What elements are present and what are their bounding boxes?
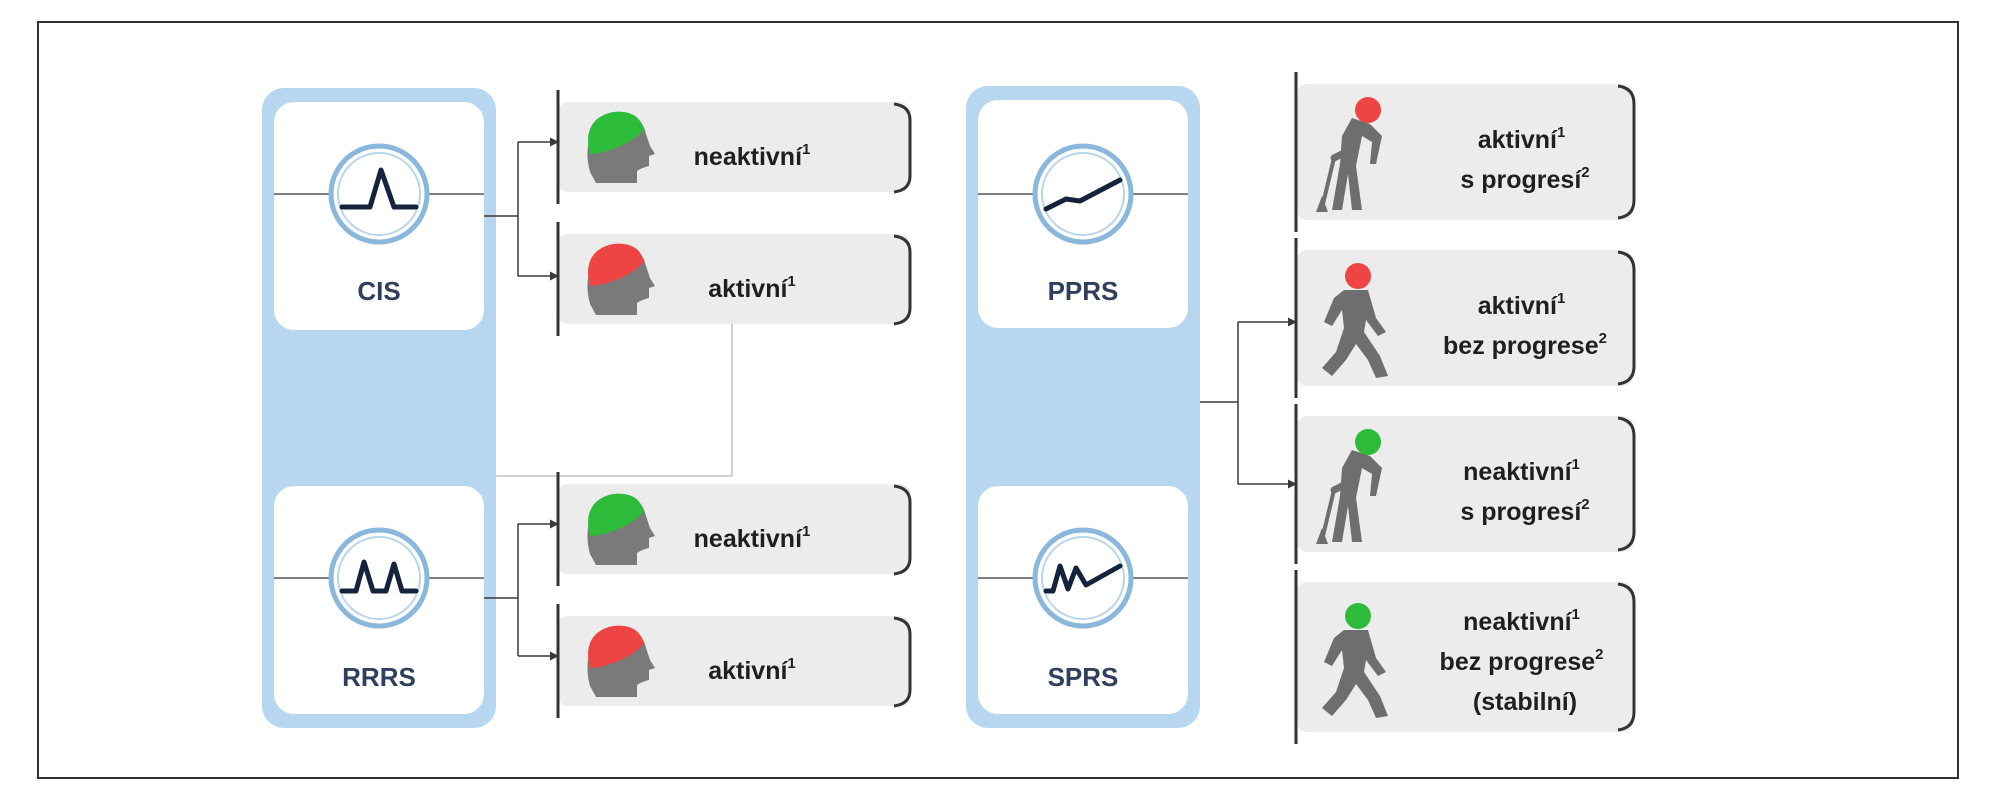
relapsing-outcome-box-1: neaktivní1 <box>556 90 912 204</box>
relapsing-outcome-box-3: neaktivní1 <box>556 472 912 586</box>
relapsing-outcome-box-4: aktivní1 <box>556 604 912 718</box>
outcome-main: neaktivní <box>694 525 803 553</box>
outcome-line3: (stabilní) <box>1473 688 1577 716</box>
outcome-main: aktivní <box>708 657 788 685</box>
outcome-label: aktivní1 bez progrese2 <box>1443 281 1607 360</box>
progressive-outcome-box-3: neaktivní1 s progresí2 <box>1294 404 1636 564</box>
walking-with-cane-icon <box>1316 429 1382 544</box>
outcome-sup: 1 <box>802 523 810 540</box>
walking-person-icon <box>1322 603 1388 718</box>
outcome-label: aktivní1 <box>708 655 796 685</box>
outcome-sup1: 1 <box>1557 124 1565 141</box>
ppms-label: PPRS <box>1048 276 1119 306</box>
inactive-head-icon <box>587 493 655 565</box>
outcome-line1: neaktivní <box>1463 458 1572 486</box>
outcome-sup1: 1 <box>1572 606 1580 623</box>
outcome-sup2: 2 <box>1581 496 1589 513</box>
progressive-outcome-box-1: aktivní1 s progresí2 <box>1294 72 1636 232</box>
rrms-icon <box>328 527 430 629</box>
cis-icon <box>328 143 430 245</box>
progressive-outcome-box-2: aktivní1 bez progrese2 <box>1294 238 1636 398</box>
outcome-line1: neaktivní <box>1463 608 1572 636</box>
outcome-line1: aktivní <box>1478 292 1558 320</box>
spms-label: SPRS <box>1048 662 1119 692</box>
outcome-label: neaktivní1 <box>694 523 811 553</box>
outcome-sup2: 2 <box>1581 164 1589 181</box>
active-status-dot <box>1345 263 1371 289</box>
outcome-line1: aktivní <box>1478 126 1558 154</box>
active-head-icon <box>587 243 655 315</box>
outcome-line2: bez progrese <box>1443 332 1599 360</box>
outcome-sup2: 2 <box>1595 646 1603 663</box>
outcome-sup1: 1 <box>1557 290 1565 307</box>
rrms-label: RRRS <box>342 662 416 692</box>
relapsing-outcome-box-2: aktivní1 <box>556 222 912 336</box>
outcome-sup1: 1 <box>1572 456 1580 473</box>
cis-label: CIS <box>357 276 400 306</box>
outcome-label: neaktivní1 s progresí2 <box>1460 447 1589 526</box>
outcome-sup: 1 <box>802 141 810 158</box>
ppms-icon <box>1032 143 1134 245</box>
outcome-main: aktivní <box>708 275 788 303</box>
outcome-label: neaktivní1 <box>694 141 811 171</box>
outcome-sup: 1 <box>787 273 795 290</box>
outcome-sup: 1 <box>787 655 795 672</box>
relapsing-connectors <box>484 137 559 661</box>
spms-icon <box>1032 527 1134 629</box>
outcome-main: neaktivní <box>694 143 803 171</box>
outcome-label: aktivní1 <box>708 273 796 303</box>
walking-person-icon <box>1322 263 1388 378</box>
cross-link-line <box>496 322 733 477</box>
outcome-sup2: 2 <box>1599 330 1607 347</box>
progressive-connectors <box>1200 317 1297 489</box>
outcome-line2: s progresí <box>1460 498 1582 526</box>
outcome-line2: bez progrese <box>1440 648 1596 676</box>
active-status-dot <box>1355 97 1381 123</box>
inactive-head-icon <box>587 111 655 183</box>
progressive-outcome-box-4: neaktivní1 bez progrese2 (stabilní) <box>1294 570 1636 744</box>
inactive-status-dot <box>1345 603 1371 629</box>
figure-frame <box>37 21 1959 779</box>
outcome-label: neaktivní1 bez progrese2 (stabilní) <box>1440 597 1611 716</box>
outcome-label: aktivní1 s progresí2 <box>1460 115 1589 194</box>
outcome-line2: s progresí <box>1460 166 1582 194</box>
inactive-status-dot <box>1355 429 1381 455</box>
walking-with-cane-icon <box>1316 97 1382 212</box>
active-head-icon <box>587 625 655 697</box>
